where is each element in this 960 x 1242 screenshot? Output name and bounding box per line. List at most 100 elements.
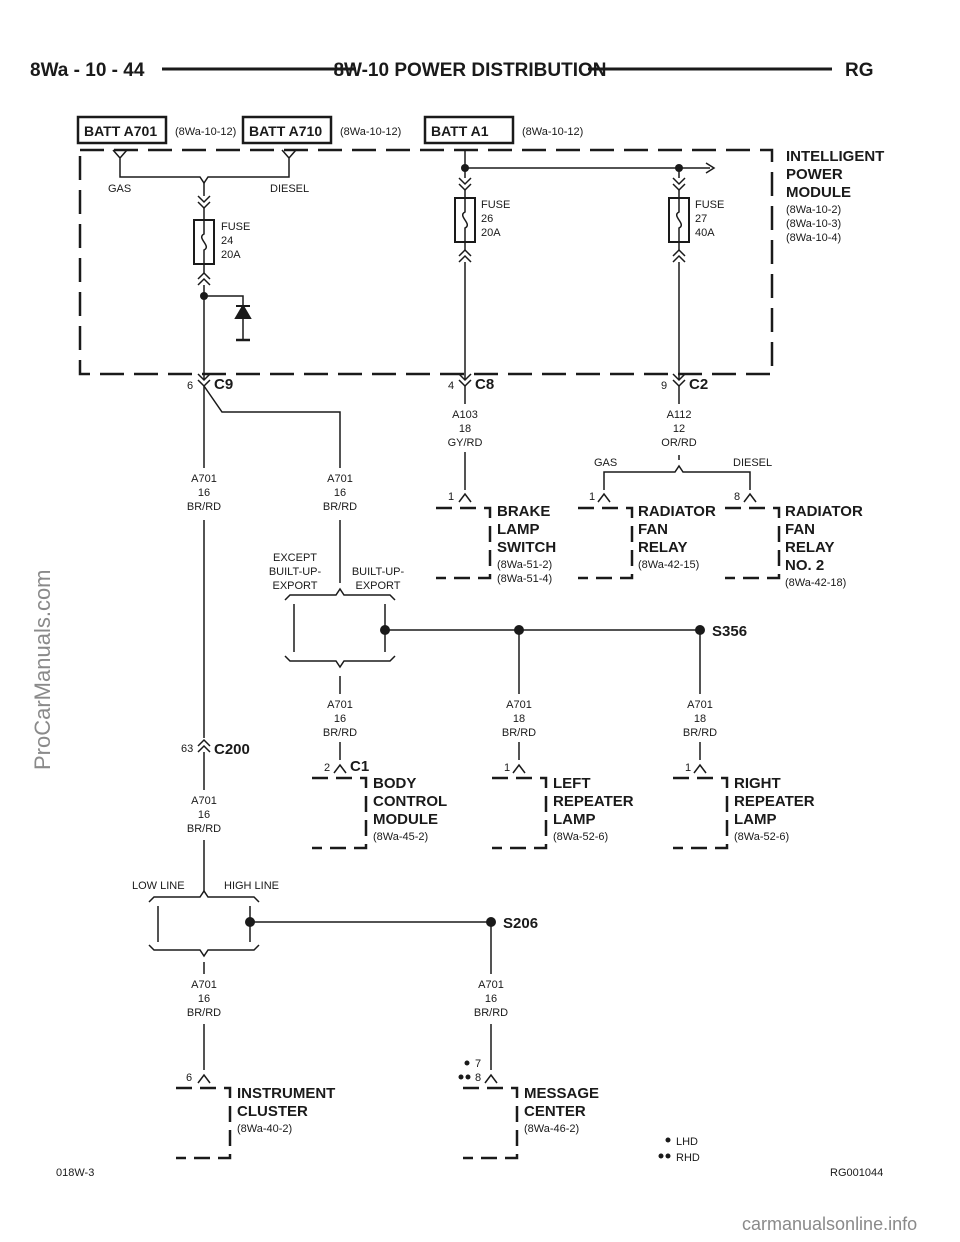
export-option: EXCEPT BUILT-UP- EXPORT BUILT-UP- EXPORT — [269, 552, 405, 669]
svg-text:LAMP: LAMP — [734, 811, 777, 828]
bottom-wires: A701 16 BR/RD A701 16 BR/RD — [187, 962, 508, 1070]
svg-text:SWITCH: SWITCH — [497, 539, 556, 556]
svg-text:40A: 40A — [695, 227, 715, 239]
c2-wire: A112 12 OR/RD GAS DIESEL — [594, 386, 772, 490]
svg-text:(8Wa-10-3): (8Wa-10-3) — [786, 218, 841, 230]
svg-text:OR/RD: OR/RD — [661, 437, 697, 449]
svg-text:EXCEPT: EXCEPT — [273, 552, 317, 564]
svg-text:BUILT-UP-: BUILT-UP- — [269, 566, 322, 578]
batt-a710-label: BATT A710 — [249, 123, 322, 139]
svg-text:LEFT: LEFT — [553, 775, 591, 792]
svg-text:A112: A112 — [667, 409, 692, 421]
batt-a710-ref: (8Wa-10-12) — [340, 126, 401, 138]
svg-text:8: 8 — [475, 1072, 481, 1084]
svg-text:RELAY: RELAY — [638, 539, 687, 556]
batt-a701: BATT A701 (8Wa-10-12) — [76, 115, 236, 145]
svg-text:MODULE: MODULE — [373, 811, 438, 828]
svg-text:(8Wa-51-2): (8Wa-51-2) — [497, 559, 552, 571]
svg-text:63: 63 — [181, 743, 193, 755]
svg-text:C9: C9 — [214, 376, 233, 393]
svg-text:(8Wa-51-4): (8Wa-51-4) — [497, 573, 552, 585]
svg-text:A701: A701 — [191, 979, 217, 991]
left-repeater-lamp: 1 LEFT REPEATER LAMP (8Wa-52-6) — [492, 762, 634, 850]
header-title: 8W-10 POWER DISTRIBUTION — [333, 60, 606, 81]
svg-text:S356: S356 — [712, 623, 747, 640]
header: 8Wa - 10 - 44 8W-10 POWER DISTRIBUTION R… — [30, 60, 874, 81]
svg-text:C1: C1 — [350, 758, 369, 775]
svg-text:RHD: RHD — [676, 1152, 700, 1164]
svg-text:A701: A701 — [327, 473, 353, 485]
svg-text:(8Wa-10-2): (8Wa-10-2) — [786, 204, 841, 216]
svg-text:FUSE: FUSE — [221, 221, 250, 233]
svg-text:9: 9 — [661, 380, 667, 392]
header-page-number: 8Wa - 10 - 44 — [30, 60, 145, 81]
svg-text:1: 1 — [504, 762, 510, 774]
svg-text:(8Wa-45-2): (8Wa-45-2) — [373, 831, 428, 843]
fuse-26 — [454, 197, 476, 243]
s356-branch-wires: A701 16 BR/RD A701 18 BR/RD A701 18 BR/R… — [323, 676, 717, 760]
svg-text:GY/RD: GY/RD — [448, 437, 483, 449]
svg-text:BR/RD: BR/RD — [323, 727, 357, 739]
svg-text:18: 18 — [694, 713, 706, 725]
fuse-27 — [668, 197, 690, 243]
body-control-module: 2 C1 BODY CONTROL MODULE (8Wa-45-2) — [312, 758, 447, 850]
svg-text:16: 16 — [198, 487, 210, 499]
svg-text:S206: S206 — [503, 915, 538, 932]
svg-text:LAMP: LAMP — [497, 521, 540, 538]
svg-text:INSTRUMENT: INSTRUMENT — [237, 1085, 335, 1102]
svg-text:BR/RD: BR/RD — [187, 823, 221, 835]
svg-text:FAN: FAN — [638, 521, 668, 538]
svg-text:BR/RD: BR/RD — [474, 1007, 508, 1019]
batt-a1: BATT A1 (8Wa-10-12) — [423, 115, 583, 145]
svg-text:20A: 20A — [481, 227, 501, 239]
gas-label: GAS — [108, 183, 131, 195]
svg-text:HIGH LINE: HIGH LINE — [224, 880, 279, 892]
svg-text:(8Wa-10-4): (8Wa-10-4) — [786, 232, 841, 244]
batt-a710: BATT A710 (8Wa-10-12) — [241, 115, 401, 145]
svg-text:REPEATER: REPEATER — [553, 793, 634, 810]
splice-s356: S356 — [380, 623, 747, 694]
right-repeater-lamp: 1 RIGHT REPEATER LAMP (8Wa-52-6) — [673, 762, 815, 850]
svg-text:FAN: FAN — [785, 521, 815, 538]
svg-text:BUILT-UP-: BUILT-UP- — [352, 566, 405, 578]
svg-text:18: 18 — [459, 423, 471, 435]
svg-text:27: 27 — [695, 213, 707, 225]
batt-a1-label: BATT A1 — [431, 123, 489, 139]
svg-text:FUSE: FUSE — [481, 199, 510, 211]
svg-text:6: 6 — [186, 1072, 192, 1084]
svg-text:24: 24 — [221, 235, 233, 247]
svg-text:REPEATER: REPEATER — [734, 793, 815, 810]
svg-text:(8Wa-52-6): (8Wa-52-6) — [553, 831, 608, 843]
svg-text:1: 1 — [589, 491, 595, 503]
svg-text:LOW LINE: LOW LINE — [132, 880, 185, 892]
connector-c8: 4 C8 — [448, 360, 494, 393]
svg-text:BR/RD: BR/RD — [187, 501, 221, 513]
svg-text:(8Wa-46-2): (8Wa-46-2) — [524, 1123, 579, 1135]
header-section: RG — [845, 60, 874, 81]
legend: LHD RHD — [658, 1136, 700, 1164]
svg-text:7: 7 — [475, 1058, 481, 1070]
fuse-26-27-circuit: FUSE 26 20A FUSE 27 40A — [454, 150, 724, 360]
svg-text:LAMP: LAMP — [553, 811, 596, 828]
c9-branches: A701 16 BR/RD A701 16 BR/RD — [187, 385, 357, 738]
svg-text:BRAKE: BRAKE — [497, 503, 550, 520]
svg-text:RELAY: RELAY — [785, 539, 834, 556]
svg-text:RIGHT: RIGHT — [734, 775, 781, 792]
svg-text:BR/RD: BR/RD — [323, 501, 357, 513]
svg-text:LHD: LHD — [676, 1136, 698, 1148]
c8-wire: A103 18 GY/RD — [448, 386, 483, 490]
svg-text:2: 2 — [324, 762, 330, 774]
radiator-fan-relay-no-2: 8 RADIATOR FAN RELAY NO. 2 (8Wa-42-18) — [725, 491, 863, 589]
svg-text:BR/RD: BR/RD — [502, 727, 536, 739]
svg-text:26: 26 — [481, 213, 493, 225]
ipm-label: INTELLIGENT POWER MODULE (8Wa-10-2) (8Wa… — [786, 148, 884, 244]
radiator-fan-relay: 1 RADIATOR FAN RELAY (8Wa-42-15) — [578, 491, 716, 580]
svg-text:16: 16 — [485, 993, 497, 1005]
svg-text:INTELLIGENT: INTELLIGENT — [786, 148, 884, 165]
svg-text:CENTER: CENTER — [524, 1103, 586, 1120]
svg-text:1: 1 — [448, 491, 454, 503]
svg-text:MODULE: MODULE — [786, 184, 851, 201]
svg-text:12: 12 — [673, 423, 685, 435]
svg-text:CONTROL: CONTROL — [373, 793, 447, 810]
